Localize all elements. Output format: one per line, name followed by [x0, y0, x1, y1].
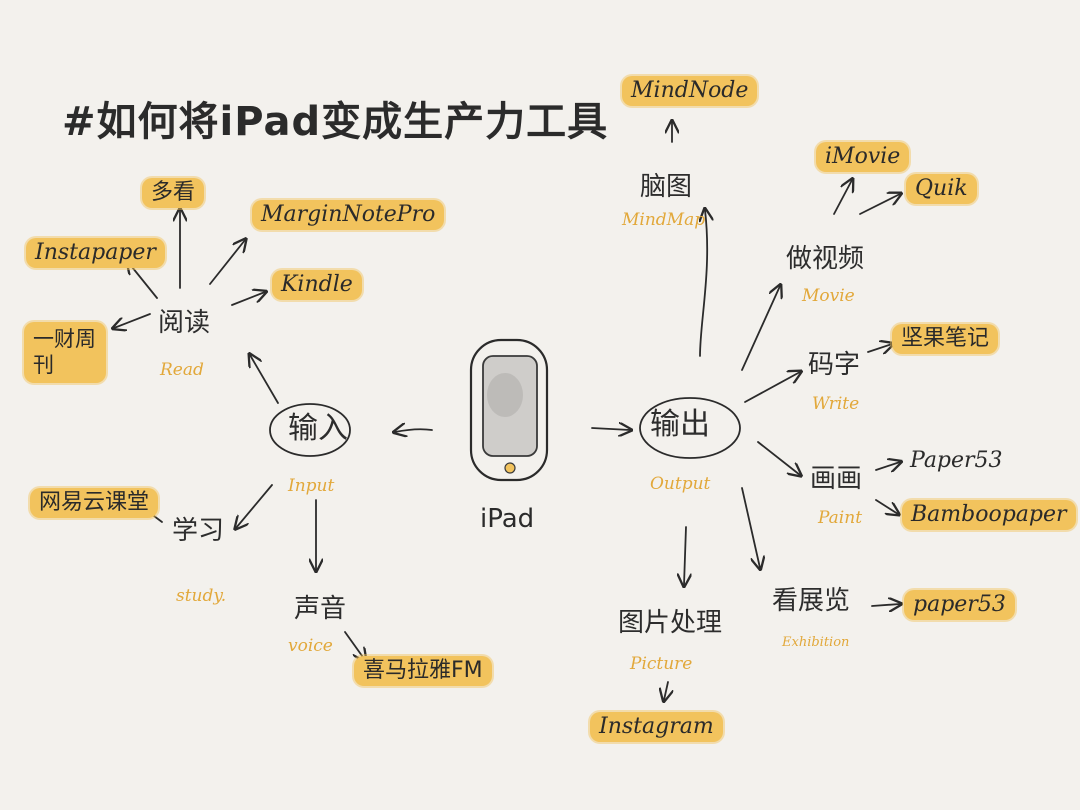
picture-node: 图片处理	[618, 608, 723, 638]
mindmap-node: 脑图	[640, 172, 693, 202]
read-item-instapaper: Instapaper	[26, 238, 165, 268]
output-node-en: Output	[650, 474, 711, 494]
paint-node-en: Paint	[818, 508, 863, 528]
exhibition-node-en: Exhibition	[782, 635, 850, 650]
paint-item-paper53: Paper53	[910, 448, 1003, 473]
voice-node-en: voice	[288, 636, 333, 656]
study-node: 学习	[172, 516, 225, 546]
movie-item-imovie: iMovie	[816, 142, 910, 172]
read-node: 阅读	[158, 308, 211, 338]
paint-node: 画画	[810, 464, 863, 494]
mindmap-item-mindnode: MindNode	[622, 76, 758, 106]
read-item-duokan: 多看	[142, 178, 205, 208]
exhibition-node: 看展览	[772, 586, 851, 616]
read-node-en: Read	[160, 360, 204, 380]
output-node-circle	[639, 397, 741, 459]
page-title: #如何将iPad变成生产力工具	[62, 99, 609, 145]
movie-node: 做视频	[786, 244, 865, 274]
write-node: 码字	[808, 350, 861, 380]
movie-item-quik: Quik	[906, 174, 977, 204]
write-item-nutnote: 坚果笔记	[892, 324, 999, 354]
ipad-device-icon	[469, 338, 549, 482]
output-node: 输出	[650, 407, 710, 442]
study-item-netease: 网易云课堂	[30, 488, 159, 518]
movie-node-en: Movie	[802, 286, 855, 306]
study-node-en: study.	[176, 586, 227, 606]
mindmap-node-en: MindMap	[622, 210, 706, 230]
exhibition-item-paper53: paper53	[904, 590, 1015, 620]
paint-item-bamboopaper: Bamboopaper	[902, 500, 1076, 530]
input-node-en: Input	[288, 476, 335, 496]
center-node-ipad: iPad	[480, 504, 535, 534]
picture-node-en: Picture	[630, 654, 693, 674]
read-item-marginnote: MarginNotePro	[252, 200, 445, 230]
read-item-kindle: Kindle	[272, 270, 362, 300]
input-node-circle	[269, 403, 351, 457]
voice-item-ximalaya: 喜马拉雅FM	[354, 656, 492, 686]
input-node: 输入	[288, 411, 348, 446]
read-item-yicai: 一财周刊	[24, 322, 106, 383]
write-node-en: Write	[812, 394, 860, 414]
picture-item-instagram: Instagram	[590, 712, 723, 742]
voice-node: 声音	[294, 594, 347, 624]
